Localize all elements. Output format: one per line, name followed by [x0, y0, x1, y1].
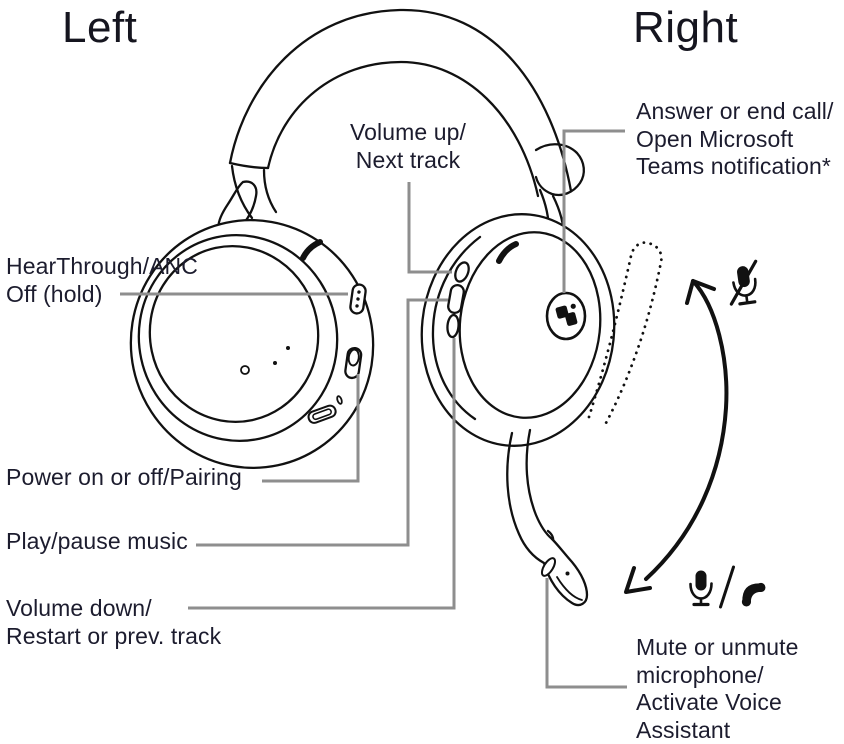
leader-lines	[120, 129, 627, 689]
rotation-arrow	[624, 279, 729, 594]
label-mute: Mute or unmute microphone/ Activate Voic…	[636, 634, 799, 743]
label-answer-call: Answer or end call/ Open Microsoft Teams…	[636, 98, 834, 179]
left-earcup-dot	[273, 361, 277, 365]
mic-dot	[565, 571, 570, 576]
label-play-pause: Play/pause music	[6, 528, 188, 554]
label-power: Power on or off/Pairing	[6, 464, 242, 490]
leader-play	[196, 298, 448, 547]
label-volume-up: Volume up/ Next track	[349, 119, 467, 173]
leader-mute	[545, 578, 627, 689]
hearthrough-anc-button	[349, 283, 367, 315]
arrowhead-up-icon	[685, 279, 716, 305]
right-earcup	[420, 213, 616, 447]
volume-up-button	[454, 261, 470, 283]
left-earcup-cushion	[137, 234, 339, 442]
right-earcup-accent-dash	[496, 241, 519, 264]
status-led	[336, 395, 343, 405]
leader-volume-up	[407, 182, 452, 274]
left-heading: Left	[62, 3, 138, 52]
label-hearthrough: HearThrough/ANC Off (hold)	[6, 253, 198, 307]
right-heading: Right	[633, 3, 739, 52]
left-earcup-accent-dash	[300, 239, 323, 261]
left-earcup-dot	[286, 346, 290, 350]
teams-logo-icon	[555, 303, 578, 326]
leader-power	[262, 374, 360, 483]
mute-button	[540, 557, 557, 577]
boom-arm-raised-dotted	[587, 241, 663, 425]
mic-icon	[689, 570, 713, 607]
leader-teams	[562, 129, 625, 293]
slash-icon	[719, 565, 735, 609]
teams-button	[545, 291, 587, 341]
boom-arm	[506, 428, 589, 607]
call-icon	[741, 582, 766, 607]
label-volume-down: Volume down/ Restart or prev. track	[6, 595, 222, 649]
left-earcup	[129, 218, 375, 470]
left-earcup-dot-ring	[240, 365, 250, 375]
leader-volume-down	[188, 338, 456, 610]
arrowhead-down-icon	[624, 566, 652, 594]
mic-muted-icon	[729, 259, 758, 306]
headband	[228, 8, 573, 198]
usb-c-port	[307, 404, 337, 424]
volume-down-button	[446, 313, 460, 339]
play-pause-button	[447, 283, 465, 315]
power-switch	[344, 346, 363, 380]
